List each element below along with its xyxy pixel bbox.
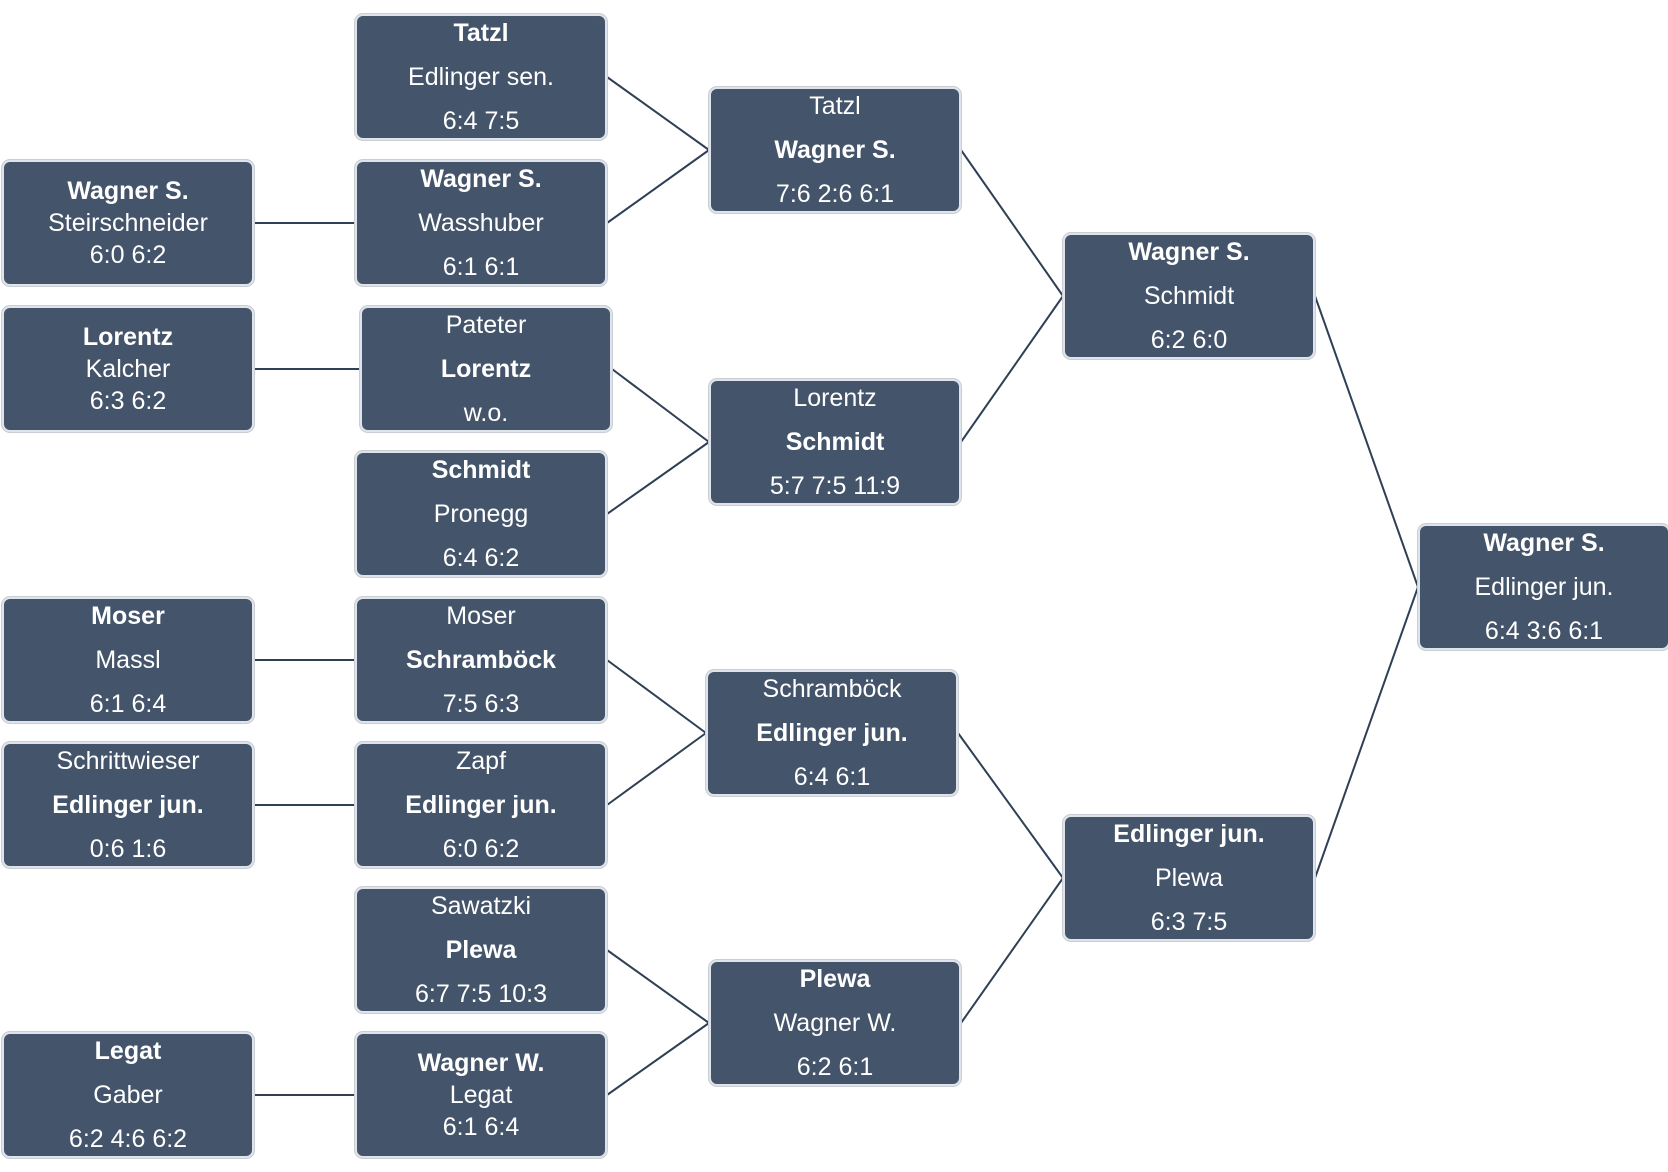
player-name: Massl (95, 646, 161, 674)
match-score: 6:4 6:1 (793, 763, 871, 791)
match-score: 7:5 6:3 (442, 690, 520, 718)
connector-line (1314, 295, 1419, 588)
winner-name: Wagner S. (420, 165, 542, 193)
player-name: Legat (449, 1081, 513, 1109)
match-box-round2-8: Wagner W. Legat 6:1 6:4 (355, 1032, 607, 1158)
winner-name: Plewa (799, 965, 871, 993)
match-score: 6:4 3:6 6:1 (1484, 617, 1604, 645)
connector-line (606, 76, 710, 151)
match-score: 6:1 6:1 (442, 253, 520, 281)
winner-name: Wagner S. (1128, 238, 1250, 266)
winner-name: Wagner S. (67, 177, 189, 205)
player-name: Schramböck (762, 675, 902, 703)
match-box-semifinals-2: Edlinger jun. Plewa 6:3 7:5 (1063, 815, 1315, 941)
match-box-round1-1: Wagner S. Steirschneider 6:0 6:2 (2, 160, 254, 286)
match-score: 6:2 4:6 6:2 (68, 1125, 188, 1153)
match-score: 6:3 6:2 (89, 387, 167, 415)
connector-line (957, 732, 1064, 879)
winner-name: Lorentz (82, 323, 174, 351)
winner-name: Wagner S. (1483, 529, 1605, 557)
winner-name: Edlinger jun. (756, 719, 908, 747)
player-name: Pronegg (433, 500, 529, 528)
connector-line (960, 149, 1064, 297)
winner-name: Edlinger jun. (52, 791, 204, 819)
player-name: Schrittwieser (56, 747, 200, 775)
match-score: 7:6 2:6 6:1 (775, 180, 895, 208)
winner-name: Wagner S. (774, 136, 896, 164)
connector-line (960, 877, 1064, 1024)
match-score: 6:0 6:2 (89, 241, 167, 269)
winner-name: Legat (94, 1037, 162, 1065)
match-score: 6:2 6:1 (796, 1053, 874, 1081)
player-name: Sawatzki (430, 892, 532, 920)
player-name: Plewa (1154, 864, 1224, 892)
winner-name: Schramböck (405, 646, 557, 674)
player-name: Moser (446, 602, 516, 630)
match-score: 5:7 7:5 11:9 (769, 472, 901, 500)
match-score: 6:1 6:4 (442, 1113, 520, 1141)
match-score: 6:4 7:5 (442, 107, 520, 135)
connector-line (606, 1022, 710, 1096)
match-box-round2-2: Wagner S. Wasshuber 6:1 6:1 (355, 160, 607, 286)
winner-name: Moser (91, 602, 165, 630)
player-name: Pateter (445, 311, 527, 339)
match-score: 0:6 1:6 (89, 835, 167, 863)
match-score: 6:7 7:5 10:3 (414, 980, 548, 1008)
player-name: Edlinger jun. (1474, 573, 1614, 601)
winner-name: Edlinger jun. (405, 791, 557, 819)
player-name: Steirschneider (48, 209, 208, 237)
connector-line (606, 732, 707, 806)
player-name: Wasshuber (418, 209, 544, 237)
match-score: w.o. (463, 399, 509, 427)
winner-name: Edlinger jun. (1113, 820, 1265, 848)
connector-line (606, 659, 707, 734)
match-score: 6:2 6:0 (1150, 326, 1228, 354)
player-name: Schmidt (1143, 282, 1235, 310)
connector-line (1314, 586, 1419, 879)
winner-name: Lorentz (440, 355, 532, 383)
winner-name: Schmidt (785, 428, 885, 456)
match-score: 6:3 7:5 (1150, 908, 1228, 936)
connector-line (606, 149, 710, 224)
player-name: Edlinger sen. (408, 63, 554, 91)
match-box-semifinals-1: Wagner S. Schmidt 6:2 6:0 (1063, 233, 1315, 359)
player-name: Gaber (93, 1081, 163, 1109)
winner-name: Wagner W. (417, 1049, 545, 1077)
match-score: 6:1 6:4 (89, 690, 167, 718)
player-name: Lorentz (793, 384, 877, 412)
connector-line (606, 441, 710, 515)
player-name: Wagner W. (773, 1009, 897, 1037)
connector-line (960, 295, 1064, 443)
connector-line (611, 368, 710, 443)
player-name: Zapf (455, 747, 507, 775)
player-name: Kalcher (85, 355, 171, 383)
player-name: Tatzl (809, 92, 861, 120)
winner-name: Plewa (445, 936, 517, 964)
match-score: 6:0 6:2 (442, 835, 520, 863)
connector-line (606, 949, 710, 1024)
match-score: 6:4 6:2 (442, 544, 520, 572)
match-box-final-1: Wagner S. Edlinger jun. 6:4 3:6 6:1 (1418, 524, 1668, 650)
winner-name: Schmidt (431, 456, 531, 484)
winner-name: Tatzl (453, 19, 509, 47)
